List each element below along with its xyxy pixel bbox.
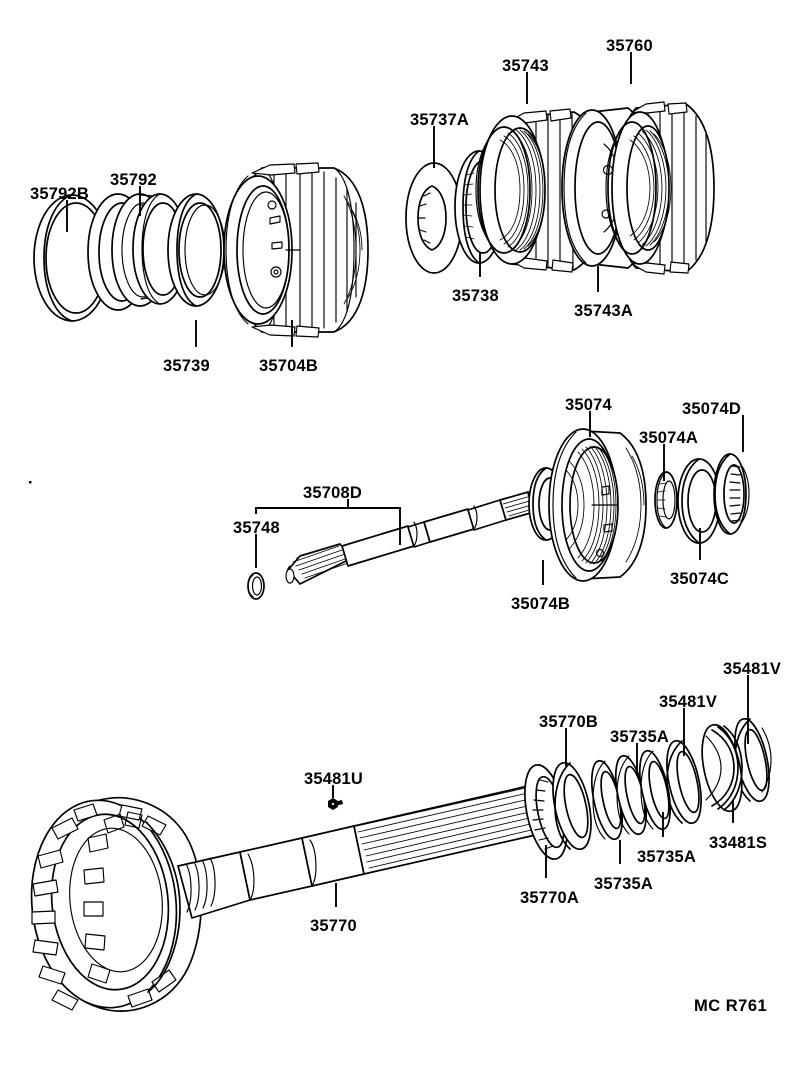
callout-33481S[interactable]: 33481S [709, 834, 768, 852]
bracket-35708D [255, 499, 401, 545]
callout-35481U[interactable]: 35481U [304, 770, 363, 788]
part-33481S [701, 723, 743, 813]
leader-lines-assembly-2 [433, 52, 632, 292]
callout-35743A[interactable]: 35743A [574, 302, 633, 320]
part-35708D [285, 485, 559, 585]
callout-35743[interactable]: 35743 [502, 57, 549, 75]
part-35481U [328, 798, 338, 810]
assembly-output-shaft [30, 675, 772, 1012]
callout-35748[interactable]: 35748 [233, 519, 280, 537]
gear-hub-detail [591, 485, 619, 558]
callout-35770[interactable]: 35770 [310, 917, 357, 935]
part-35770B [552, 761, 592, 851]
diagram-watermark: MC R761 [694, 997, 768, 1015]
assembly-counter-shaft [247, 411, 750, 600]
callout-35737A[interactable]: 35737A [410, 111, 469, 129]
output-drum [30, 796, 203, 1012]
race-hatch [462, 172, 475, 240]
callout-35074D[interactable]: 35074D [682, 400, 741, 418]
gear-barrel-shading [625, 447, 645, 563]
callout-35770A[interactable]: 35770A [520, 889, 579, 907]
assembly-rear-planetary-stack [405, 52, 715, 292]
callout-35739[interactable]: 35739 [163, 357, 210, 375]
part-35481V-2 [734, 717, 772, 803]
helical-teeth-35760 [629, 129, 672, 247]
part-35737A [405, 162, 463, 274]
bearing-rollers-35074D [729, 465, 741, 522]
part-35074D [713, 453, 750, 535]
part-35481V-1 [666, 739, 702, 825]
nose-splines [292, 545, 352, 579]
callout-35792[interactable]: 35792 [110, 171, 157, 189]
callout-35792B[interactable]: 35792B [30, 185, 89, 203]
bearing-roller-cage [532, 779, 554, 850]
callout-35760[interactable]: 35760 [606, 37, 653, 55]
callout-35074C[interactable]: 35074C [670, 570, 729, 588]
leader-lines-assembly-4 [332, 675, 749, 907]
drum-shading [343, 195, 363, 305]
callout-35481V-2[interactable]: 35481V [723, 660, 782, 678]
part-35074A [654, 471, 678, 529]
callout-35708D[interactable]: 35708D [303, 484, 362, 502]
part-35074 [548, 428, 647, 582]
shaft-seal-grooves [185, 857, 216, 913]
callout-35074[interactable]: 35074 [565, 396, 612, 414]
part-35770 [30, 785, 541, 1012]
carrier-face-detail [267, 200, 301, 278]
callout-35074A[interactable]: 35074A [639, 429, 698, 447]
callout-35735A-lower[interactable]: 35735A [594, 875, 653, 893]
callout-35481V-1[interactable]: 35481V [659, 693, 718, 711]
part-35748 [247, 572, 265, 600]
part-35760 [605, 101, 715, 275]
callout-35735A-top[interactable]: 35735A [610, 728, 669, 746]
leader-lines-assembly-1 [66, 186, 293, 347]
callout-35770B[interactable]: 35770B [539, 713, 598, 731]
shaft-splines [500, 491, 537, 517]
drum-inner-castellations [83, 811, 143, 984]
callout-35738[interactable]: 35738 [452, 287, 499, 305]
drum-lugs [251, 162, 320, 338]
part-35704B [223, 162, 369, 338]
leader-lines-assembly-3 [255, 411, 744, 585]
part-35739 [167, 193, 226, 307]
callout-35704B[interactable]: 35704B [259, 357, 318, 375]
shaft-long-splines [356, 786, 541, 869]
drum-lugs-35760 [631, 101, 690, 275]
stray-mark [29, 481, 32, 484]
assembly-front-planetary-stack [33, 162, 369, 347]
part-35074C [677, 458, 721, 544]
callout-35074B[interactable]: 35074B [511, 595, 570, 613]
part-35792 [87, 193, 188, 311]
callout-35735A-mid[interactable]: 35735A [637, 848, 696, 866]
